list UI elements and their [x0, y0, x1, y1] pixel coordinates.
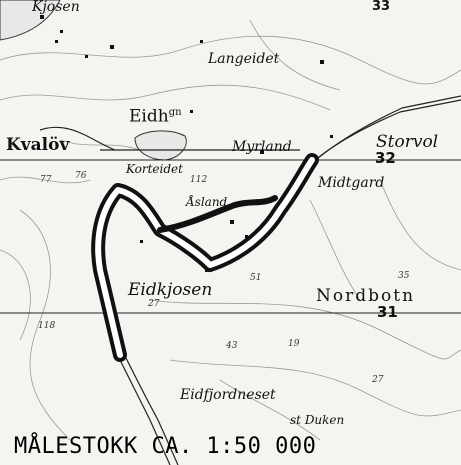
highlighted-route — [91, 153, 319, 362]
place-aslan: Åsland — [186, 195, 228, 209]
place-nordbotn: Nordbotn — [316, 286, 416, 306]
spot-height: 51 — [250, 273, 262, 283]
place-eidkjosen: Eidkjosen — [128, 280, 213, 300]
grid-label-top: 33 — [372, 0, 391, 14]
spot-height: 118 — [38, 321, 56, 331]
place-eidh: Eidhgn — [129, 106, 182, 127]
spot-height: 43 — [226, 341, 238, 351]
place-storvol: Storvol — [376, 132, 439, 152]
place-langeidet: Langeidet — [208, 51, 280, 67]
settlement-symbols — [40, 15, 333, 272]
spot-height: 19 — [288, 339, 300, 349]
scale-caption: MÅLESTOKK CA. 1:50 000 — [14, 434, 317, 459]
spot-height: 112 — [190, 175, 208, 185]
spot-height: 76 — [75, 171, 87, 181]
spot-height: 77 — [40, 175, 52, 185]
place-kvalov: Kvalöv — [6, 135, 70, 155]
place-duken: st Duken — [290, 413, 345, 427]
spot-height: 27 — [148, 299, 160, 309]
grid-label-north: 32 — [375, 149, 396, 167]
water-bodies — [0, 0, 187, 161]
place-korteidet: Korteidet — [126, 162, 183, 176]
grid-label-south: 31 — [377, 303, 398, 321]
place-eidfjordneset: Eidfjordneset — [180, 387, 276, 403]
place-myrland: Myrland — [232, 139, 292, 155]
grid-lines — [0, 159, 461, 314]
secondary-roads — [39, 95, 461, 465]
place-kjosen: Kjosen — [32, 0, 80, 15]
spot-height: 27 — [372, 375, 384, 385]
place-midtgard: Midtgard — [318, 175, 385, 191]
spot-height: 35 — [398, 271, 410, 281]
contour-lines — [0, 19, 461, 441]
